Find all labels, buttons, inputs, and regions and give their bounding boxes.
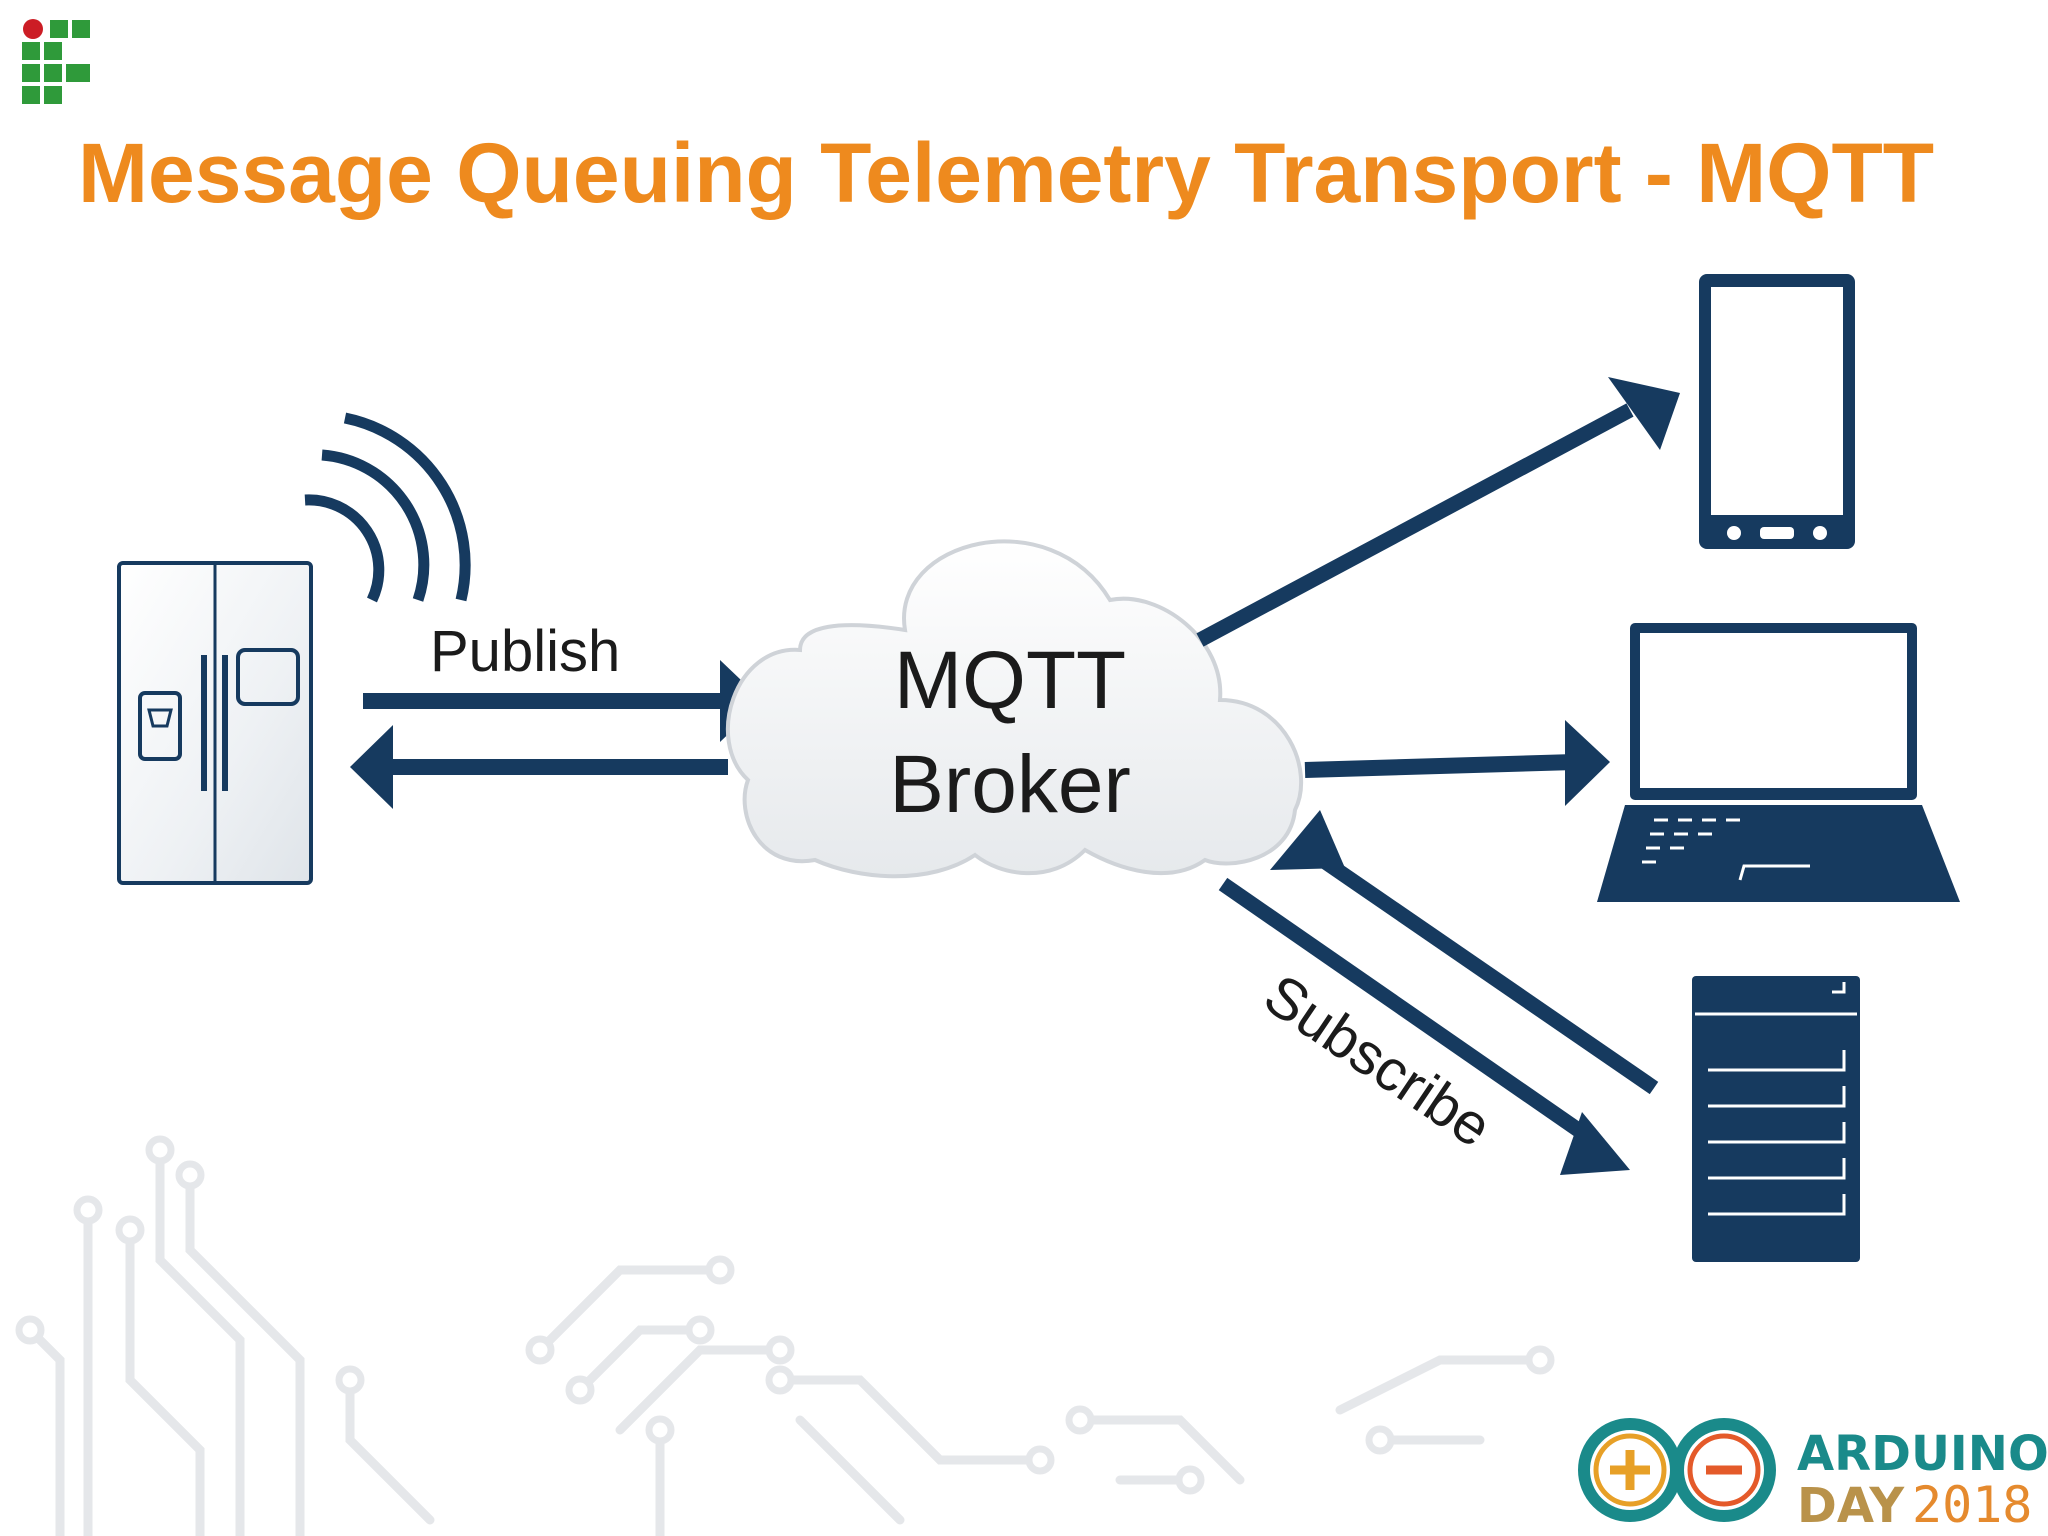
circuit-background: [25, 1145, 1545, 1536]
year-label: 2018: [1912, 1476, 2032, 1534]
day-word: DAY: [1797, 1478, 1905, 1534]
arduino-word: ARDUINO: [1797, 1426, 2048, 1482]
institute-logo: [22, 19, 90, 104]
publish-label: Publish: [430, 619, 620, 684]
slide-title: Message Queuing Telemetry Transport - MQ…: [78, 126, 1935, 220]
arrow-to-smartphone: [1196, 377, 1680, 647]
subscribe-arrow-in: [1270, 810, 1659, 1095]
server-icon: [1692, 976, 1860, 1262]
broker-label-line1: MQTT: [894, 635, 1126, 726]
return-arrow: [350, 725, 728, 809]
mqtt-broker-cloud: MQTT Broker: [725, 539, 1304, 879]
broker-label-line2: Broker: [889, 739, 1131, 830]
wifi-signal-icon: [304, 412, 471, 603]
laptop-icon: [1597, 623, 1960, 902]
circuit-pads: [15, 1135, 1555, 1495]
smartphone-icon: [1699, 274, 1855, 549]
arduino-infinity-icon: [1578, 1418, 1776, 1522]
subscribe-arrow-out: [1218, 877, 1630, 1175]
arduino-day-logo: ARDUINO DAY 2018: [1578, 1418, 2048, 1534]
arrow-to-laptop: [1304, 720, 1610, 806]
refrigerator-icon: [117, 561, 313, 885]
